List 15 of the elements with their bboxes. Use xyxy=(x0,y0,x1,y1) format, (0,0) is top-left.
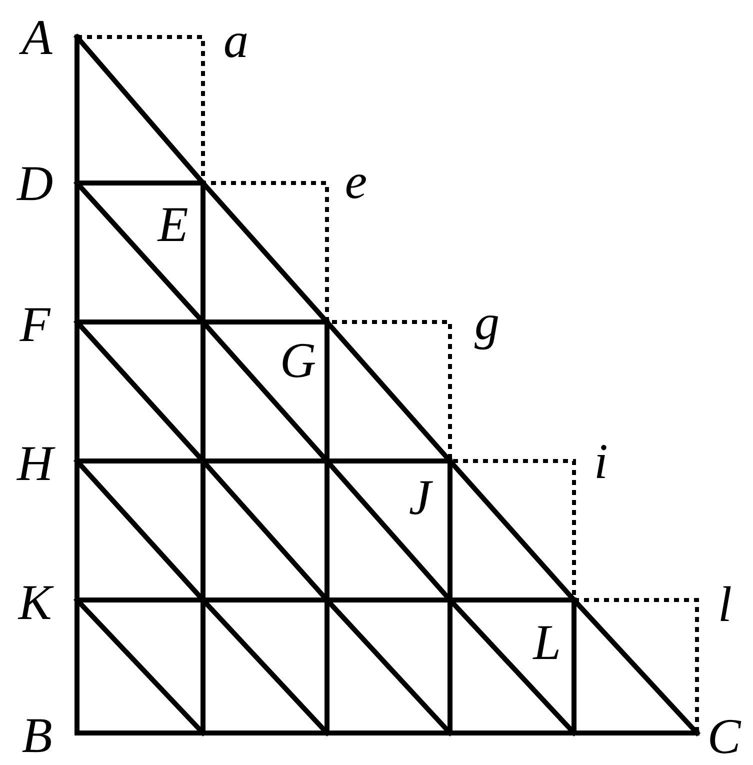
point-label: D xyxy=(16,158,54,208)
point-label: A xyxy=(22,12,52,62)
point-label: J xyxy=(408,472,432,522)
point-label: e xyxy=(344,156,368,206)
point-label: E xyxy=(158,199,188,249)
point-label: B xyxy=(22,710,52,760)
point-label: H xyxy=(16,438,54,488)
point-label: a xyxy=(224,15,248,65)
point-label: l xyxy=(718,579,732,629)
point-label: G xyxy=(280,335,316,385)
point-label: i xyxy=(594,436,608,486)
point-label: F xyxy=(20,299,50,349)
point-label: C xyxy=(707,711,741,761)
point-label: L xyxy=(533,617,561,667)
point-label: K xyxy=(18,577,52,627)
